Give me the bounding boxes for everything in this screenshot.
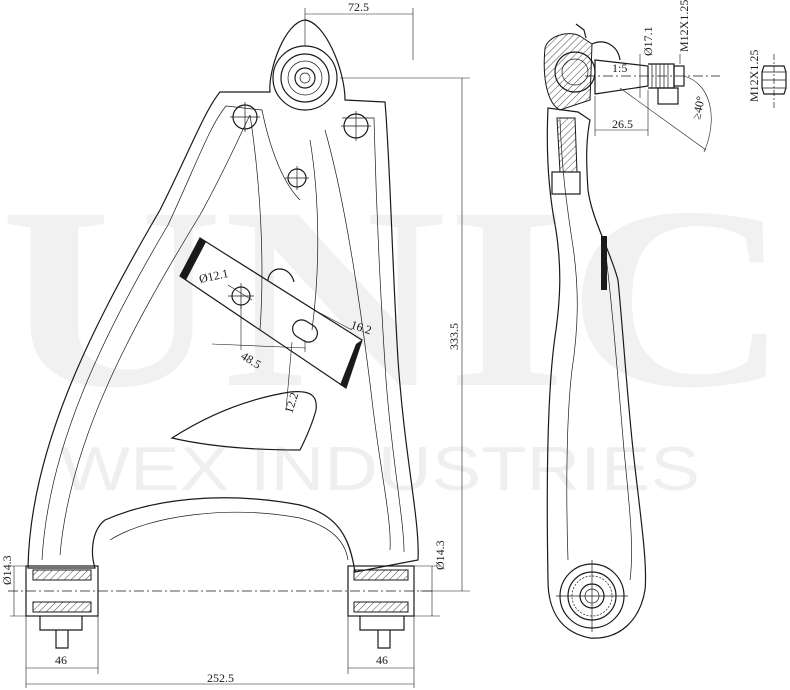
balljoint-boss-mid [280, 53, 330, 103]
bushing-left-bracket [39, 616, 83, 649]
nut-detail: M12X1.25 [747, 50, 787, 108]
arm-cutout [170, 390, 317, 451]
bracket-slot [292, 319, 318, 343]
dim-slot-width: 16.2 [349, 318, 373, 338]
bushing-left-hatch-bottom [32, 601, 92, 613]
side-dimensions: Ø17.1 M12X1.25 1:5 ≥40° 26.5 [594, 0, 712, 153]
dim-slot-width-leader [317, 311, 353, 331]
dim-stud-len: 26.5 [612, 117, 633, 131]
dim-hole-dia: Ø12.1 [198, 266, 230, 286]
dim-hole-dia-leader [227, 284, 253, 301]
dim-bush-len-right: 46 [376, 653, 388, 667]
side-arm-inner-right [603, 239, 632, 581]
arm-web [249, 114, 319, 331]
front-view [8, 19, 432, 649]
dim-height-lines [340, 77, 470, 592]
dim-thread-top: M12X1.25 [677, 0, 691, 52]
bracket-plate-edge-left [180, 238, 206, 280]
dim-bush-len-left-lines [25, 616, 99, 674]
side-arm-outline [546, 107, 647, 639]
bushing-left-hatch-top [32, 569, 92, 581]
dim-angle: ≥40° [689, 95, 708, 121]
hole-left-crosshair [230, 102, 260, 132]
hole-right-crosshair [341, 111, 371, 141]
bracket-hole-crosshair [228, 283, 254, 309]
dim-bush-dia-right-lines [414, 565, 440, 617]
dim-slot-dist-lines [211, 305, 307, 352]
ball-inner [561, 58, 589, 86]
dim-overall-width: 252.5 [207, 671, 234, 685]
bushing-right-hatch-top [353, 569, 409, 581]
dim-bush-dia-left-lines [10, 565, 30, 617]
dim-top-width: 72.5 [348, 0, 369, 14]
dim-taper: 1:5 [612, 61, 627, 75]
dim-top-width-lines [304, 8, 414, 60]
side-view [543, 23, 720, 639]
arm-rib-left [59, 114, 251, 556]
dim-bush-len-left: 46 [55, 653, 67, 667]
boot-top [575, 23, 587, 39]
ball-housing [543, 33, 593, 111]
dim-bush-dia-left: Ø14.3 [0, 555, 14, 585]
side-arm-inner [559, 119, 578, 561]
bushing-right-bracket [359, 616, 405, 649]
dim-bush-dia-right: Ø14.3 [433, 540, 447, 570]
dim-stud-len-lines [594, 90, 649, 136]
arm-inner-contour [41, 105, 405, 561]
dim-slot-len-leader [285, 341, 293, 411]
dim-bush-len-right-lines [347, 616, 415, 674]
arm-outline [27, 19, 419, 573]
dim-nut-thread: M12X1.25 [747, 50, 761, 102]
watermark-company: WEX INDUSTRIES [60, 435, 700, 504]
side-plate-edge [601, 236, 607, 290]
boot-curve [591, 41, 621, 61]
bushing-right [347, 565, 415, 649]
tab [267, 268, 295, 283]
dim-ball-dia: Ø17.1 [641, 26, 655, 56]
bushing-left [25, 565, 99, 649]
side-stem-hatch [556, 117, 578, 173]
dim-overall-width-lines [25, 674, 415, 688]
side-bolt [551, 171, 581, 195]
castle-nut [657, 87, 679, 105]
dim-angle-arc [683, 75, 712, 153]
taper-stud [594, 59, 649, 95]
watermark: UNIC WEX INDUSTRIES [0, 154, 790, 504]
center-hole-crosshair [285, 166, 309, 190]
arm-rib-right [324, 129, 391, 551]
balljoint-boss-inner [287, 60, 323, 96]
dim-height: 333.5 [447, 323, 461, 350]
nut-outline [761, 65, 787, 95]
front-dimensions: 72.5 333.5 Ø12.1 16.2 48.5 12.2 Ø14.3 Ø1… [0, 0, 470, 688]
bracket-plate [179, 237, 363, 389]
balljoint-boss-outer [272, 45, 338, 111]
dim-slot-len: 12.2 [282, 391, 302, 415]
balljoint-stud-center [299, 72, 311, 84]
bushing-right-hatch-bottom [353, 601, 409, 613]
bracket-plate-edge-right [340, 340, 362, 388]
dim-angle-leader [619, 87, 707, 151]
side-bushing-crosshair [556, 560, 628, 632]
balljoint-stud [294, 67, 316, 89]
